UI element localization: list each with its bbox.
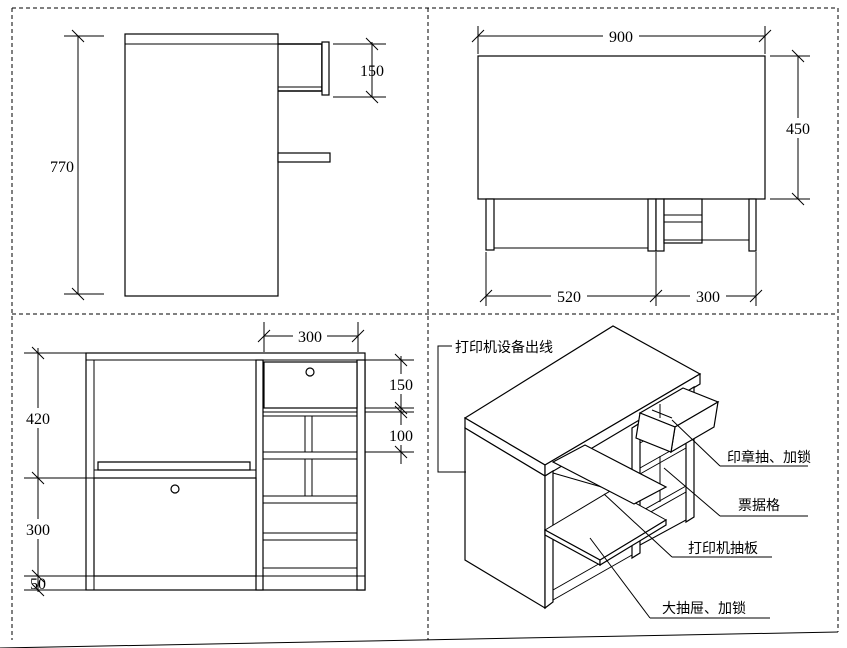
dim-top-depth: 450 xyxy=(786,121,810,138)
isometric-view: 打印机设备出线 印章抽、加锁 票据格 打印机抽板 大抽屉、加锁 xyxy=(437,325,811,619)
label-receipt-shelf: 票据格 xyxy=(738,498,780,514)
dim-front-r2: 100 xyxy=(389,428,413,445)
dim-top-left: 520 xyxy=(557,289,581,306)
front-view: 300 420 300 50 150 100 xyxy=(22,322,416,597)
dim-side-height: 770 xyxy=(50,159,74,176)
dim-top-right: 300 xyxy=(696,289,720,306)
dim-front-r1: 150 xyxy=(389,377,413,394)
top-view: 900 450 520 300 xyxy=(471,26,814,306)
dim-front-h3: 50 xyxy=(30,576,46,593)
side-view: 770 150 xyxy=(50,29,386,301)
dim-top-width: 900 xyxy=(609,29,633,46)
sheet-border xyxy=(0,7,839,648)
dim-front-h2: 300 xyxy=(26,522,50,539)
dim-front-h1: 420 xyxy=(26,411,50,428)
label-printer-cable: 打印机设备出线 xyxy=(455,339,553,356)
dim-side-drawer: 150 xyxy=(360,63,384,80)
label-stamp-drawer: 印章抽、加锁 xyxy=(727,449,811,466)
label-printer-tray: 打印机抽板 xyxy=(688,540,758,557)
dim-front-top-width: 300 xyxy=(298,329,322,346)
label-large-drawer: 大抽屉、加锁 xyxy=(662,601,746,617)
